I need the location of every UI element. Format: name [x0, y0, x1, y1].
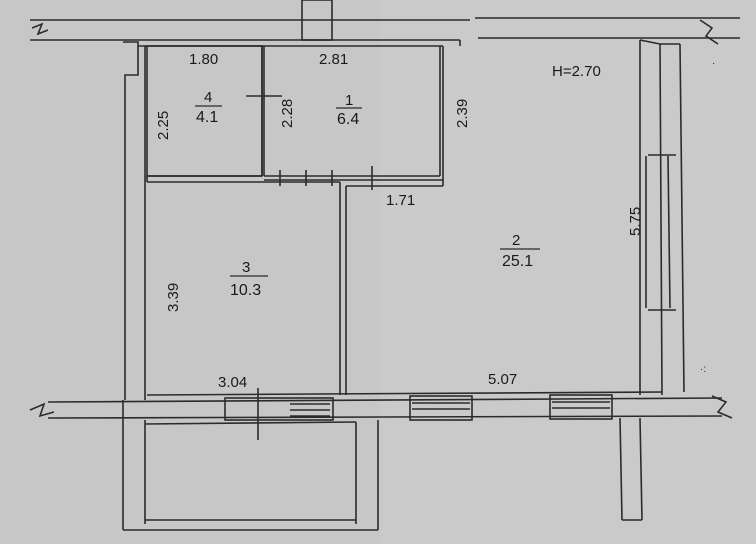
wall-lines — [29, 0, 740, 531]
room2-number: 2 — [512, 232, 520, 249]
room2-area: 25.1 — [502, 253, 533, 270]
hall-door-label: 1.71 — [386, 192, 415, 209]
room4-width-label: 1.80 — [189, 51, 218, 68]
ceiling-height-label: H=2.70 — [552, 63, 601, 80]
room3-height-label: 3.39 — [165, 283, 182, 312]
room1-number: 1 — [345, 92, 353, 109]
corner-marks: ·: — [700, 364, 706, 375]
room1-area: 6.4 — [337, 111, 359, 128]
room4-number: 4 — [204, 89, 212, 106]
top-right-marks: · — [712, 58, 715, 69]
room1-height-right-label: 2.39 — [454, 99, 471, 128]
room1-height-left-label: 2.28 — [279, 99, 296, 128]
room4-area: 4.1 — [196, 109, 218, 126]
room3-number: 3 — [242, 259, 250, 276]
room2-height-label: 5.75 — [627, 207, 644, 236]
room3-area: 10.3 — [230, 282, 261, 299]
room2-width-label: 5.07 — [488, 371, 517, 388]
room1-width-label: 2.81 — [319, 51, 348, 68]
room3-width-label: 3.04 — [218, 374, 247, 391]
room4-height-label: 2.25 — [155, 111, 172, 140]
